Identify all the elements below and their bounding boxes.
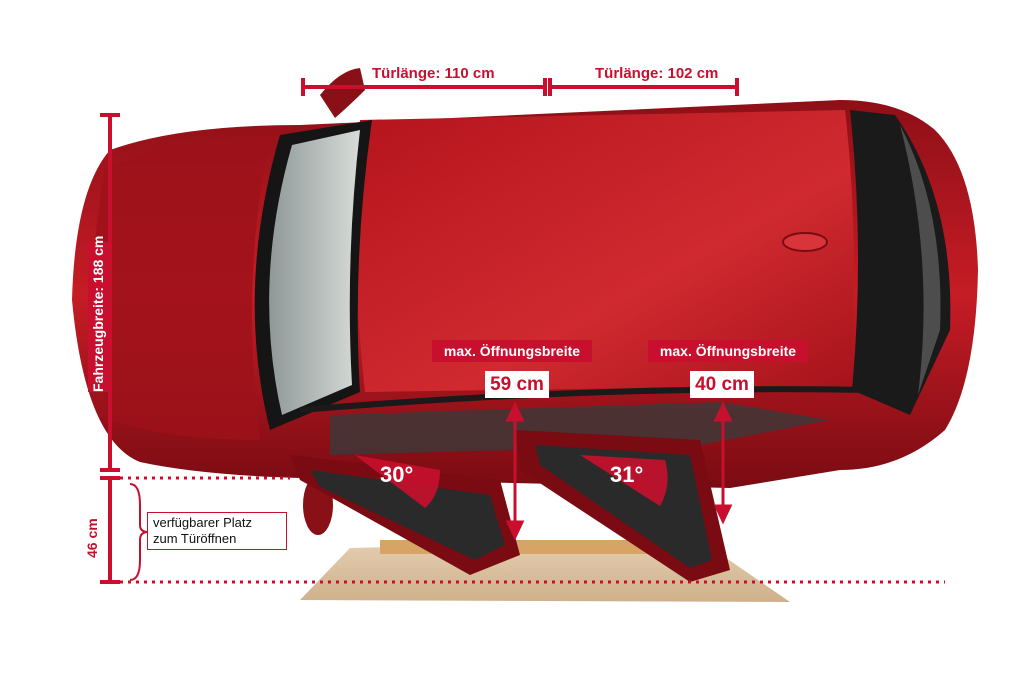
car-body <box>72 68 978 535</box>
opening-front-value: 59 cm <box>485 371 549 398</box>
front-door-open <box>290 455 520 575</box>
opening-arrows <box>505 401 733 541</box>
opening-rear-title: max. Öffnungsbreite <box>648 340 808 362</box>
available-space-line1: verfügbarer Platz <box>153 515 252 530</box>
vehicle-width-dimension <box>100 113 120 472</box>
opening-rear-value: 40 cm <box>690 371 754 398</box>
angle-rear-label: 31° <box>610 462 644 487</box>
angle-wedges <box>355 455 668 508</box>
available-height-label: 46 cm <box>84 518 100 558</box>
rear-door-open <box>515 430 730 582</box>
available-space-label: verfügbarer Platz zum Türöffnen <box>147 512 287 550</box>
available-space-line2: zum Türöffnen <box>153 531 237 546</box>
door-length-rear-label: Türlänge: 102 cm <box>595 65 719 82</box>
angle-front-label: 30° <box>380 462 414 487</box>
vehicle-width-label: Fahrzeugbreite: 188 cm <box>88 235 108 392</box>
door-length-dimension <box>301 78 739 96</box>
door-length-front-label: Türlänge: 110 cm <box>372 65 495 82</box>
opening-front-title: max. Öffnungsbreite <box>432 340 592 362</box>
